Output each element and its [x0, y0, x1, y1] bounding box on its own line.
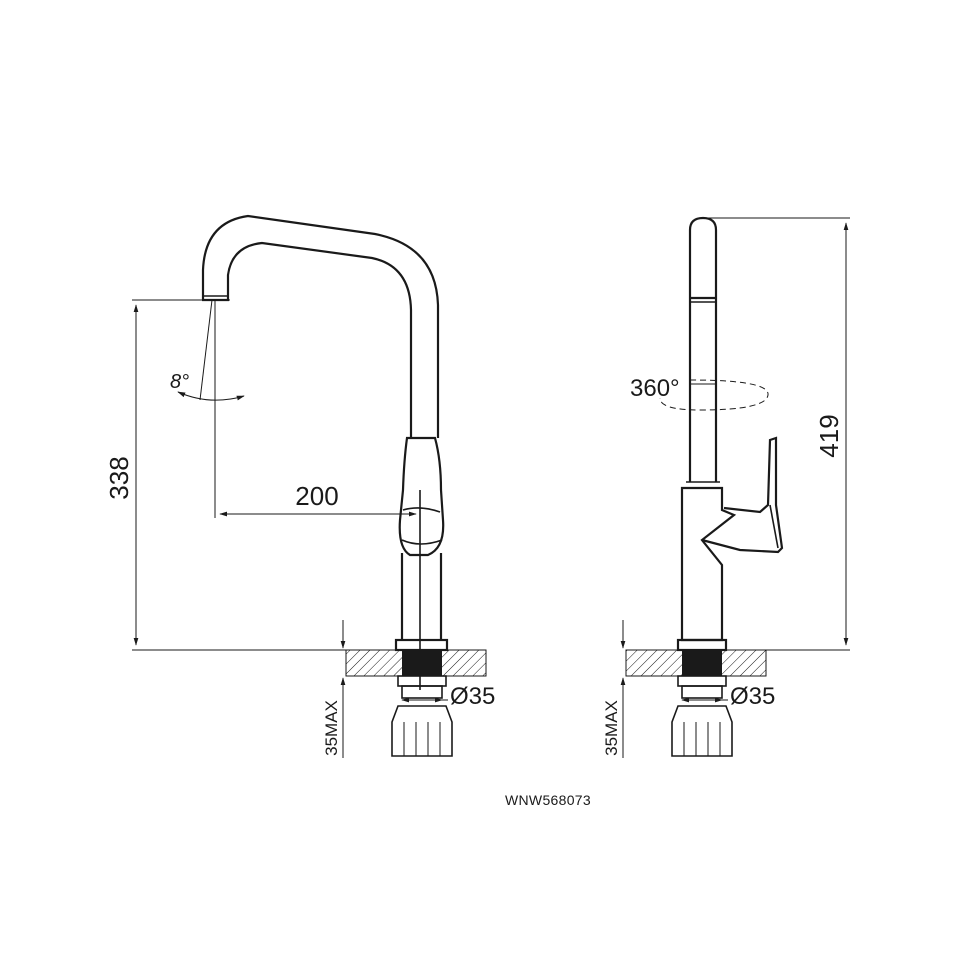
front-angle-dimension [177, 299, 245, 401]
side-height-dimension [703, 217, 850, 651]
front-reach-label: 200 [295, 481, 338, 511]
front-angle-label: 8° [170, 371, 189, 393]
front-column [394, 553, 449, 652]
side-deck-thickness-label: 35MAX [602, 700, 621, 756]
front-diameter-label: Ø35 [450, 683, 495, 710]
front-height-dimension [132, 299, 346, 651]
side-diameter-label: Ø35 [730, 683, 775, 710]
front-deck [345, 649, 487, 757]
front-spout [201, 214, 440, 438]
front-height-label: 338 [104, 456, 134, 499]
side-height-label: 419 [814, 414, 844, 457]
side-spout [686, 216, 720, 483]
side-view: 360° 419 [602, 216, 850, 758]
front-reach-dimension [214, 300, 417, 518]
front-view: 338 200 8° Ø35 35MAX [104, 214, 495, 758]
model-code: WNW568073 [505, 792, 591, 808]
side-rotation-label: 360° [630, 375, 680, 402]
side-deck [625, 649, 767, 757]
side-body [676, 436, 784, 652]
front-deck-thickness-label: 35MAX [322, 700, 341, 756]
side-rotation-indicator [659, 379, 769, 411]
